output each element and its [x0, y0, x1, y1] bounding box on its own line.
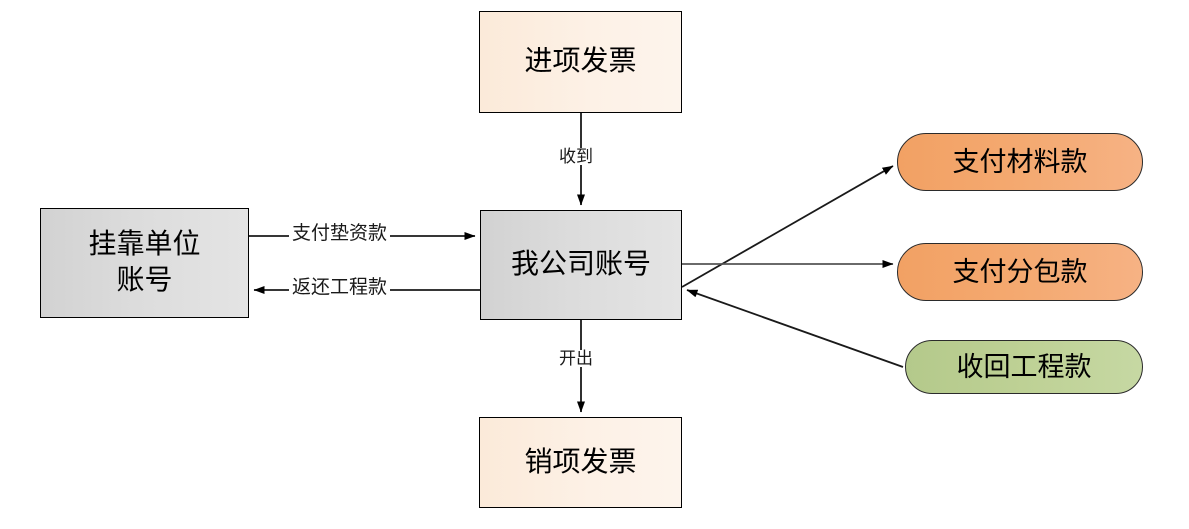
- node-pay-subcontract[interactable]: 支付分包款: [897, 243, 1143, 301]
- node-input-invoice-label: 进项发票: [524, 46, 637, 78]
- edge-label-advance-payment: 支付垫资款: [289, 224, 391, 243]
- node-pay-material[interactable]: 支付材料款: [897, 133, 1143, 191]
- edge-label-received: 收到: [556, 148, 596, 165]
- edge-line-from-recover: [686, 289, 904, 368]
- edge-line-to-material: [681, 165, 894, 288]
- node-input-invoice[interactable]: 进项发票: [479, 11, 682, 113]
- node-my-company-account-label: 我公司账号: [510, 249, 651, 281]
- edge-label-return-project-payment: 返还工程款: [289, 278, 391, 297]
- node-output-invoice-label: 销项发票: [524, 446, 637, 478]
- node-my-company-account[interactable]: 我公司账号: [480, 210, 682, 320]
- node-output-invoice[interactable]: 销项发票: [479, 417, 682, 508]
- edge-label-issue: 开出: [556, 350, 596, 367]
- node-recover-project-payment-label: 收回工程款: [956, 351, 1092, 382]
- node-pay-subcontract-label: 支付分包款: [952, 256, 1088, 287]
- node-affiliated-unit-account-label: 挂靠单位 账号: [88, 229, 201, 296]
- node-affiliated-unit-account[interactable]: 挂靠单位 账号: [40, 208, 249, 318]
- node-recover-project-payment[interactable]: 收回工程款: [905, 340, 1143, 394]
- node-pay-material-label: 支付材料款: [952, 146, 1088, 177]
